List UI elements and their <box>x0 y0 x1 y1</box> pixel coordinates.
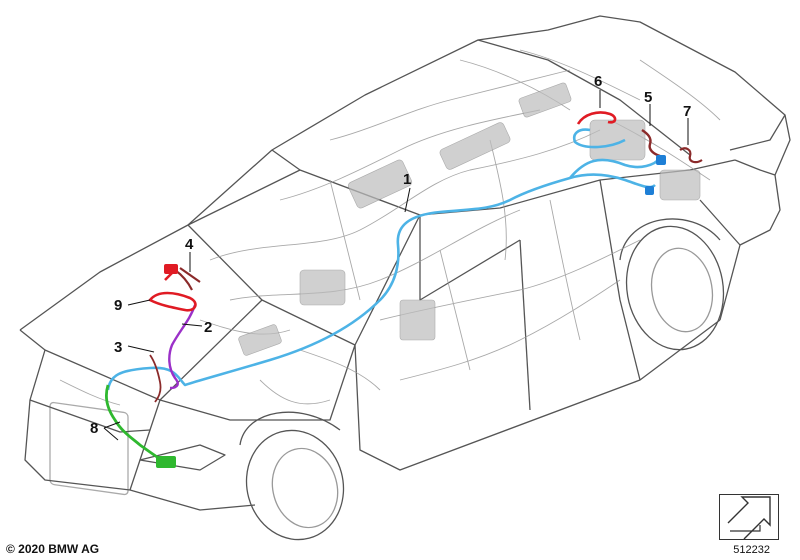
callout-2: 2 <box>204 319 212 336</box>
harness-2 <box>168 304 197 390</box>
callout-9: 9 <box>114 297 122 314</box>
callout-1: 1 <box>403 171 411 188</box>
harness-3 <box>149 354 162 403</box>
callout-6: 6 <box>594 73 602 90</box>
harness-8 <box>105 384 166 464</box>
harness-4 <box>174 267 201 291</box>
harness-5 <box>641 129 661 158</box>
leader-lines <box>103 90 689 441</box>
rear-blue-connector <box>656 155 666 165</box>
harness-1 <box>106 128 662 391</box>
harness-8-connector <box>156 456 176 468</box>
callout-8: 8 <box>90 420 98 437</box>
copyright-text: © 2020 BMW AG <box>6 542 100 556</box>
callout-5: 5 <box>644 89 652 106</box>
reference-number: 512232 <box>733 544 770 556</box>
harness-9 <box>147 269 197 312</box>
arrow-navigation-icon <box>727 496 771 540</box>
harness-6 <box>576 111 617 125</box>
navigation-box[interactable] <box>719 494 779 540</box>
background-components <box>238 82 701 356</box>
harness-9-connector <box>164 264 178 274</box>
harness-7 <box>679 147 703 164</box>
callout-7: 7 <box>683 103 691 120</box>
callout-3: 3 <box>114 339 122 356</box>
callout-4: 4 <box>185 236 194 253</box>
car-body-outline <box>19 15 791 541</box>
background-wiring <box>59 49 721 406</box>
rear-blue-connector-2 <box>645 186 654 195</box>
